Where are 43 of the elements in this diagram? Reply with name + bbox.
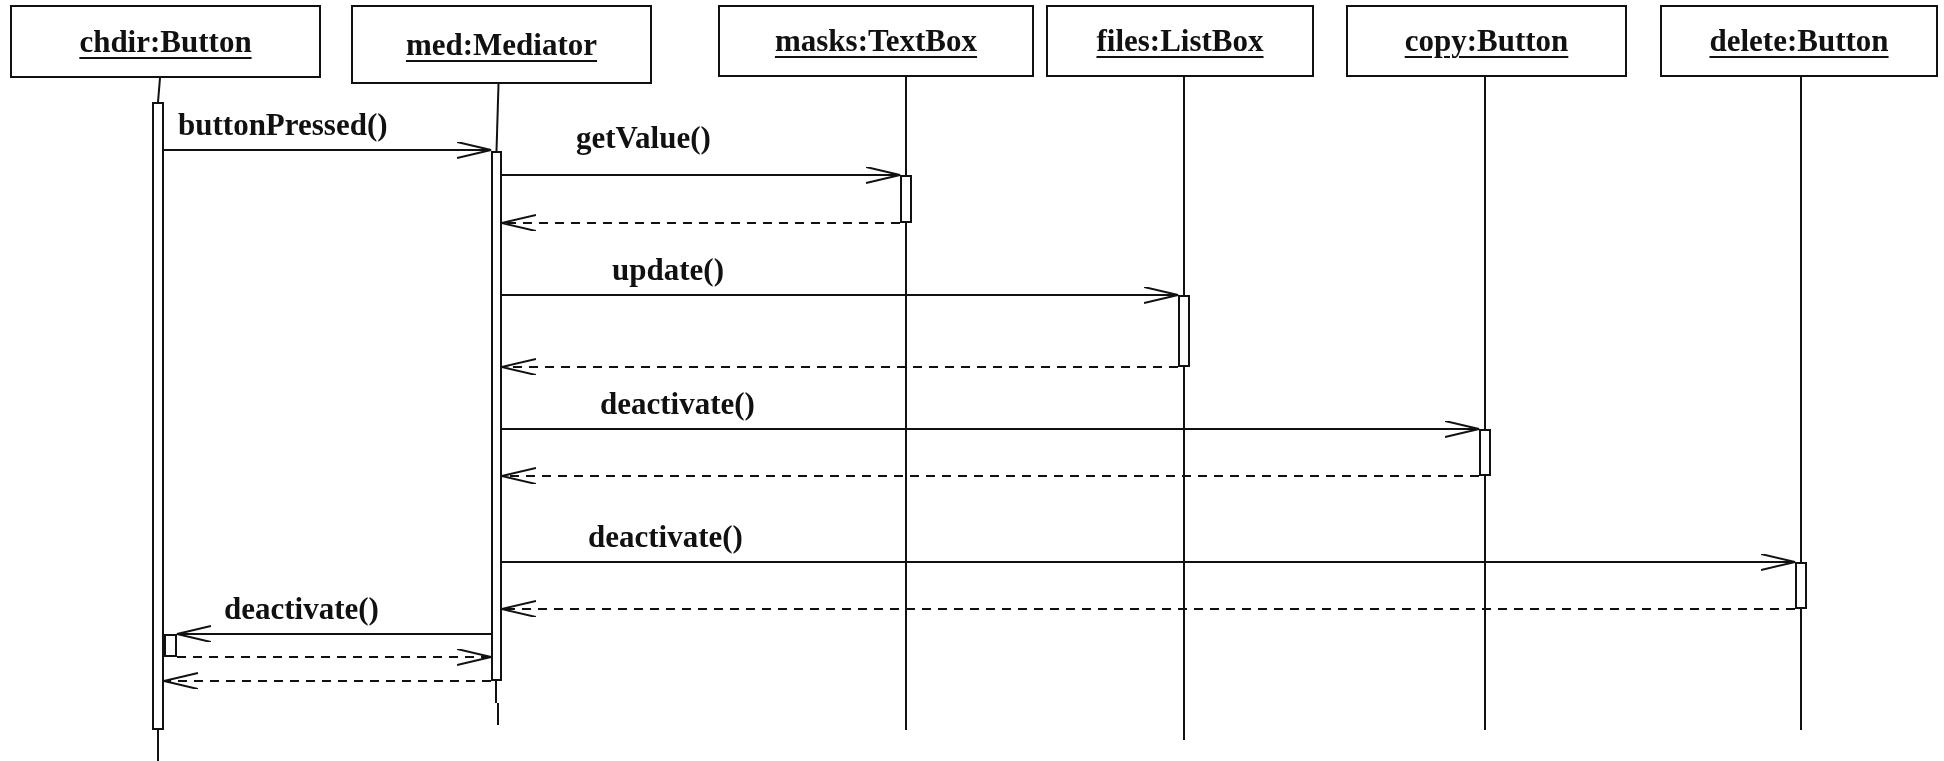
object-name: delete:Button xyxy=(1709,23,1889,59)
object-box xyxy=(351,5,652,84)
lifeline xyxy=(495,83,500,152)
activation-bar xyxy=(900,175,912,223)
message-label: deactivate() xyxy=(600,388,755,419)
return-arrow xyxy=(501,600,1796,618)
activation-bar xyxy=(491,151,502,681)
message-arrow xyxy=(501,286,1179,304)
return-arrow xyxy=(163,672,492,690)
object-name: copy:Button xyxy=(1404,23,1569,59)
object-box xyxy=(718,5,1034,77)
activation-bar xyxy=(1178,295,1190,367)
return-arrow xyxy=(176,648,492,666)
return-arrow xyxy=(501,214,901,232)
message-label: buttonPressed() xyxy=(178,109,388,140)
message-arrow xyxy=(176,625,492,643)
message-label: deactivate() xyxy=(224,593,379,624)
message-arrow xyxy=(501,420,1480,438)
lifeline xyxy=(905,76,907,176)
object-box xyxy=(10,5,321,78)
object-box xyxy=(1660,5,1938,77)
message-label: deactivate() xyxy=(588,521,743,552)
object-name: med:Mediator xyxy=(405,26,598,63)
activation-bar xyxy=(1479,429,1491,476)
message-arrow xyxy=(163,141,492,159)
return-arrow xyxy=(501,467,1480,485)
object-name: files:ListBox xyxy=(1096,23,1264,59)
object-box xyxy=(1046,5,1314,77)
activation-bar xyxy=(164,634,177,657)
message-arrow xyxy=(501,553,1796,571)
object-name: chdir:Button xyxy=(79,23,252,60)
lifeline xyxy=(1183,76,1185,296)
object-box xyxy=(1346,5,1627,77)
lifeline xyxy=(1800,76,1802,563)
message-arrow xyxy=(501,166,901,184)
activation-bar xyxy=(152,102,164,730)
object-name: masks:TextBox xyxy=(774,23,978,59)
activation-bar xyxy=(1795,562,1807,609)
message-label: getValue() xyxy=(576,122,711,153)
message-label: update() xyxy=(612,254,724,285)
lifeline xyxy=(1484,76,1486,430)
lifeline xyxy=(157,77,161,103)
return-arrow xyxy=(501,358,1179,376)
